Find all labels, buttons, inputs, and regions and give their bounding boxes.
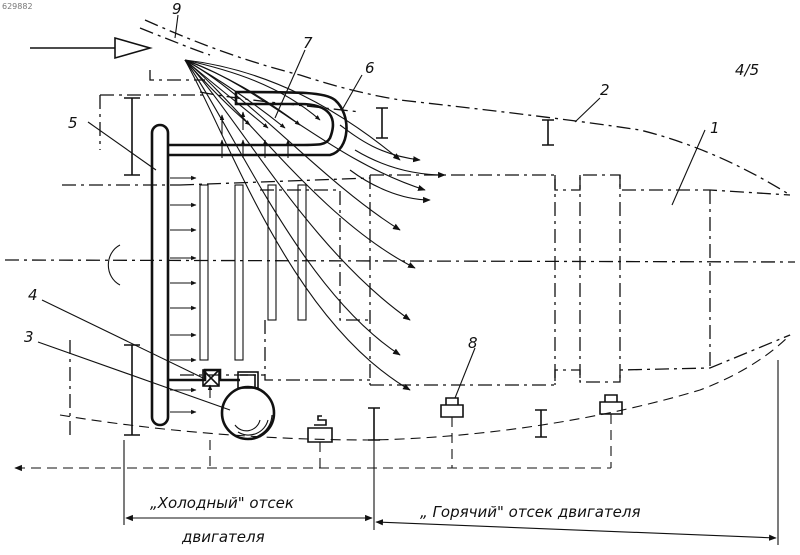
callout-9: 9 <box>172 0 182 18</box>
caption-hot: „ Горячий" отсек двигателя <box>420 503 640 521</box>
callout-1: 1 <box>710 119 720 137</box>
callout-7: 7 <box>303 34 313 52</box>
blower <box>222 372 274 439</box>
callout-8: 8 <box>468 334 478 352</box>
callout-4: 4 <box>28 286 38 304</box>
cooling-flow-lines <box>185 60 445 390</box>
margin-note: 4/5 <box>735 61 759 79</box>
caption-cold-line1: „Холодный" отсек <box>150 494 294 512</box>
figure-id: 629882 <box>2 2 33 11</box>
callout-3: 3 <box>24 328 34 346</box>
incoming-air-arrow <box>30 38 150 58</box>
nacelle-contour <box>60 20 790 440</box>
cooling-outflow-arrows <box>170 112 288 412</box>
callout-2: 2 <box>600 81 610 99</box>
caption-cold-line2: двигателя <box>181 528 265 546</box>
callout-6: 6 <box>365 59 375 77</box>
compressor-stages <box>108 185 306 360</box>
callout-5: 5 <box>68 114 78 132</box>
